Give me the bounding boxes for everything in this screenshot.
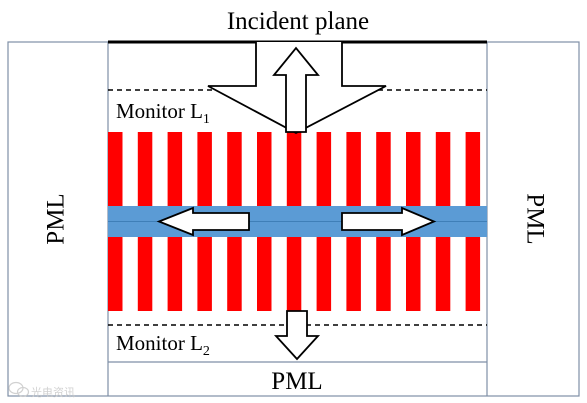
grating-bar-lower [435, 237, 451, 311]
grating-bar-lower [197, 237, 212, 311]
watermark: 光电资讯 [8, 381, 75, 399]
grating-bar-lower [137, 237, 153, 311]
monitor-l2-label: Monitor L2 [116, 331, 210, 359]
grating-bar-upper [316, 132, 332, 206]
pml-right-label: PML [521, 193, 548, 244]
grating-bar-upper [108, 132, 123, 206]
grating-bar-upper [227, 132, 242, 206]
grating-bar-lower [167, 237, 183, 311]
grating [108, 132, 481, 311]
wechat-icon [8, 381, 30, 398]
grating-bar-lower [227, 237, 242, 311]
grating-bar-upper [435, 132, 451, 206]
grating-bar-lower [257, 237, 272, 311]
monitor-l1-label: Monitor L1 [116, 99, 210, 127]
left-arrow-icon [156, 206, 250, 237]
grating-bar-upper [465, 132, 481, 206]
pml-left-label: PML [43, 193, 70, 244]
grating-bar-upper [406, 132, 421, 206]
grating-bar-lower [108, 237, 123, 311]
grating-bar-upper [346, 132, 361, 206]
pml-bottom-label: PML [271, 368, 322, 395]
svg-text:Monitor L1: Monitor L1 [116, 99, 210, 127]
incident-plane-label: Incident plane [227, 8, 369, 35]
grating-bar-upper [257, 132, 272, 206]
down-arrow-icon [273, 310, 321, 361]
watermark-text: 光电资讯 [31, 385, 75, 399]
grating-bar-upper [286, 132, 302, 206]
grating-bar-upper [167, 132, 183, 206]
right-arrow-icon [341, 206, 437, 237]
grating-bar-upper [376, 132, 391, 206]
grating-bar-upper [197, 132, 212, 206]
grating-bar-lower [406, 237, 421, 311]
grating-bar-lower [316, 237, 332, 311]
grating-bar-lower [465, 237, 481, 311]
grating-bar-lower [376, 237, 391, 311]
svg-text:Monitor L2: Monitor L2 [116, 331, 210, 359]
grating-bar-lower [346, 237, 361, 311]
grating-bar-lower [286, 237, 302, 311]
grating-bar-upper [137, 132, 153, 206]
up-arrow-icon [272, 46, 320, 133]
